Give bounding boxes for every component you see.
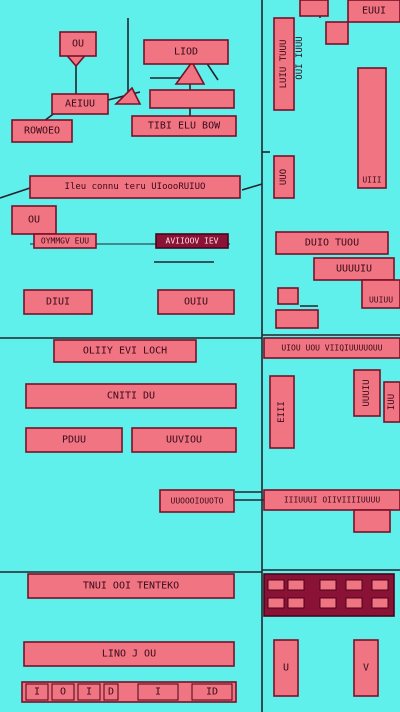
box-aeiuu[interactable]: AEIUU	[51, 93, 109, 115]
box-aviioov-label: AVIIOOV IEV	[166, 237, 219, 246]
box-r-small-a[interactable]	[277, 287, 299, 305]
strip-cell[interactable]: ID	[191, 683, 233, 701]
box-r-under[interactable]	[353, 509, 391, 533]
box-vertical-uuuiu[interactable]: UUUIU	[353, 369, 381, 417]
box-euui-label: EUUI	[362, 6, 386, 17]
svg-text:I: I	[34, 687, 40, 698]
box-diui-label: DIUI	[46, 297, 70, 308]
svg-text:D: D	[108, 687, 114, 698]
svg-text:ID: ID	[206, 687, 218, 698]
box-cniti-label: CNITI DU	[107, 391, 155, 402]
svg-text:I: I	[86, 687, 92, 698]
bottom-strip: I O I D I ID	[21, 681, 237, 703]
box-small-upper[interactable]	[149, 89, 235, 109]
box-wide-ileu[interactable]: Ileu connu teru UIoooRUIUO	[29, 175, 241, 199]
box-ouiu[interactable]: OUIU	[157, 289, 235, 315]
box-vertical-uuuiu-label: UUUIU	[362, 379, 372, 406]
strip-cell[interactable]: D	[103, 683, 119, 701]
box-duio-label: DUIO TUOU	[305, 238, 359, 249]
box-rowoeo[interactable]: ROWOEO	[11, 119, 73, 143]
box-ou-mid[interactable]: OU	[11, 205, 57, 235]
box-r-top-a[interactable]	[299, 0, 329, 17]
box-ou-top-label: OU	[72, 39, 84, 50]
box-rowoeo-label: ROWOEO	[24, 126, 60, 137]
box-cniti[interactable]: CNITI DU	[25, 383, 237, 409]
box-tnui-label: TNUI OOI TENTEKO	[83, 581, 179, 592]
box-uuiuu-label: UUIUU	[369, 296, 393, 305]
box-r-top-b[interactable]	[325, 21, 349, 45]
box-tall-right[interactable]: UIII	[357, 67, 387, 189]
box-iuu[interactable]: IUU	[383, 381, 400, 423]
box-liod[interactable]: LIOD	[143, 39, 229, 65]
grid-widget[interactable]	[263, 573, 395, 617]
strip-cell[interactable]: I	[77, 683, 101, 701]
box-olliy[interactable]: OLIIY EVI LOCH	[53, 339, 197, 363]
box-vertical-luiu-label: LUIU TUUU	[279, 40, 289, 89]
box-iiiuuui[interactable]: IIIUUUI OIIVIIIIUUUU	[263, 489, 400, 511]
box-uuiuu[interactable]: UUIUU	[361, 279, 400, 309]
box-iiiuuui-label: IIIUUUI OIIVIIIIUUUU	[284, 496, 381, 505]
box-uuoooi-label: UUOOOIOUOTO	[171, 497, 224, 506]
strip-cell[interactable]: I	[137, 683, 179, 701]
strip-cell[interactable]: I	[25, 683, 49, 701]
box-uuoooi[interactable]: UUOOOIOUOTO	[159, 489, 235, 513]
box-olliy-label: OLIIY EVI LOCH	[83, 346, 167, 357]
box-uuuuiu[interactable]: UUUUIU	[313, 257, 395, 281]
box-v-bottom[interactable]: V	[353, 639, 379, 697]
box-oymmgv-label: OYMMGV EUU	[41, 237, 89, 246]
box-r-small-b[interactable]	[275, 309, 319, 329]
box-oymmgv[interactable]: OYMMGV EUU	[33, 233, 97, 249]
box-vertical-oui[interactable]: OUI IUUU	[294, 26, 305, 90]
left-column-boxes: OU LIOD AEIUU ROWOEO TIBI ELU BOW Ileu c…	[11, 31, 241, 667]
box-vertical-eiii-label: EIII	[277, 401, 287, 423]
box-u-bottom-label: U	[283, 663, 289, 674]
box-aeiuu-label: AEIUU	[65, 99, 95, 110]
box-tibi[interactable]: TIBI ELU BOW	[131, 115, 237, 137]
box-ou-mid-label: OU	[28, 215, 40, 226]
svg-text:O: O	[60, 687, 66, 698]
box-vertical-luiu[interactable]: LUIU TUUU	[273, 17, 295, 111]
box-uuviou[interactable]: UUVIOU	[131, 427, 237, 453]
svg-text:I: I	[155, 687, 161, 698]
box-vertical-eiii[interactable]: EIII	[269, 375, 295, 449]
box-vertical-oui-label: OUI IUUU	[295, 36, 305, 79]
box-uuo[interactable]: UUO	[273, 155, 295, 199]
box-pduu-label: PDUU	[62, 435, 86, 446]
box-lino[interactable]: LINO J OU	[23, 641, 235, 667]
right-column-boxes: EUUI LUIU TUUU OUI IUUU UIII UUO DUIO TU…	[263, 0, 400, 697]
box-iuu-label: IUU	[387, 394, 397, 410]
box-euui[interactable]: EUUI	[347, 0, 400, 23]
box-uuviou-label: UUVIOU	[166, 435, 202, 446]
box-tibi-label: TIBI ELU BOW	[148, 121, 221, 132]
box-duio[interactable]: DUIO TUOU	[275, 231, 389, 255]
box-ou-top[interactable]: OU	[59, 31, 97, 57]
strip-cell[interactable]: O	[51, 683, 75, 701]
box-diui[interactable]: DIUI	[23, 289, 93, 315]
box-pduu[interactable]: PDUU	[25, 427, 123, 453]
box-wide-ileu-label: Ileu connu teru UIoooRUIUO	[65, 182, 206, 192]
box-u-bottom[interactable]: U	[273, 639, 299, 697]
box-uuo-label: UUO	[279, 169, 289, 185]
box-uuuuiu-label: UUUUIU	[336, 264, 372, 275]
box-uiou-wide[interactable]: UIOU UOU VIIQIUUUUOUU	[263, 337, 400, 359]
box-lino-label: LINO J OU	[102, 649, 156, 660]
box-tnui[interactable]: TNUI OOI TENTEKO	[27, 573, 235, 599]
box-ouiu-label: OUIU	[184, 297, 208, 308]
box-liod-label: LIOD	[174, 47, 198, 58]
box-aviioov[interactable]: AVIIOOV IEV	[155, 233, 229, 249]
box-tall-right-label: UIII	[362, 176, 381, 185]
box-v-bottom-label: V	[363, 663, 369, 674]
box-uiou-wide-label: UIOU UOU VIIQIUUUUOUU	[281, 344, 382, 353]
